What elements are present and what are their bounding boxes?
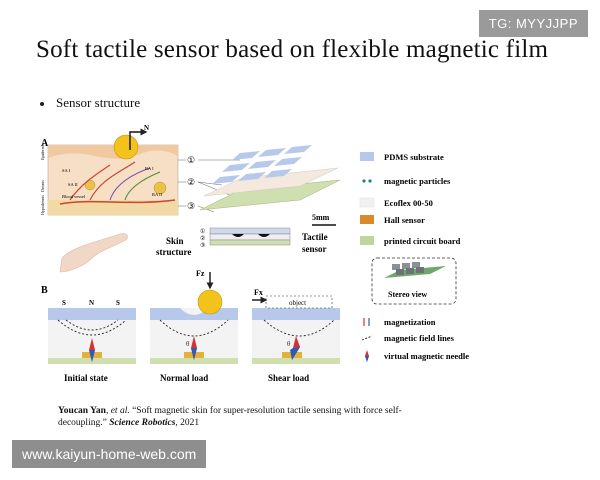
region-epidermis: Epidermis xyxy=(40,143,45,160)
receptor-sa1: SA I xyxy=(62,168,71,173)
reference-citation: Youcan Yan, et al. “Soft magnetic skin f… xyxy=(58,405,438,429)
legend-swatch-hall xyxy=(360,215,374,224)
finger-illustration xyxy=(59,233,128,273)
caption-sensor: sensor xyxy=(302,244,327,254)
state-shear-load: Fx object θ Shear load xyxy=(252,288,340,383)
sensor-cross-section: ① ② ③ xyxy=(200,227,291,249)
legend-swatch-pdms xyxy=(360,152,374,161)
watermark-tg-badge: TG: MYYJJPP xyxy=(478,10,588,37)
angle-theta-shear: θ xyxy=(287,340,291,348)
reference-etal: , et al. xyxy=(105,406,130,416)
legend-pdms: PDMS substrate xyxy=(384,152,444,162)
reference-text: “Soft magnetic skin for super-resolution… xyxy=(58,406,402,428)
region-dermis: Dermis xyxy=(40,180,45,192)
scale-bar-label: 5mm xyxy=(312,213,330,222)
legend-swatch-pcb xyxy=(360,236,374,245)
marker-2: ② xyxy=(187,177,195,187)
receptor-blood-vessel: Blood vessel xyxy=(62,194,86,199)
caption-tactile: Tactile xyxy=(302,232,328,242)
bullet-text: Sensor structure xyxy=(56,95,141,110)
skin-cross-section: Epidermis Dermis Hypodermis SA I RA I SA… xyxy=(40,143,179,216)
receptor-sa2: SA II xyxy=(68,182,78,187)
legend-hall-sensor: Hall sensor xyxy=(384,215,425,225)
reference-journal: Science Robotics xyxy=(109,418,176,428)
reference-year: , 2021 xyxy=(175,418,200,428)
bullet-sensor-structure: Sensor structure xyxy=(40,95,140,111)
cross-marker-1: ① xyxy=(200,228,205,235)
caption-shear-load: Shear load xyxy=(268,373,309,383)
pole-s-1: S xyxy=(62,299,66,307)
panel-b-label: B xyxy=(41,285,48,296)
caption-structure: structure xyxy=(156,247,191,257)
reference-author: Youcan Yan xyxy=(58,406,106,416)
cross-marker-2: ② xyxy=(200,235,205,242)
legend-field-lines: magnetic field lines xyxy=(384,333,455,343)
legend-magnetic-particles: magnetic particles xyxy=(384,176,451,186)
caption-normal-load: Normal load xyxy=(160,373,208,383)
caption-initial-state: Initial state xyxy=(64,373,108,383)
pole-s-1b: S xyxy=(116,299,120,307)
angle-theta-normal: θ xyxy=(186,340,190,348)
layer-markers: ① ② ③ xyxy=(178,155,240,213)
force-fz-label: Fz xyxy=(196,269,205,278)
region-hypodermis: Hypodermis xyxy=(40,195,45,215)
legend-pcb: printed circuit board xyxy=(384,236,461,246)
force-n-label: N xyxy=(144,124,149,132)
receptor-ra2: RA II xyxy=(152,192,163,197)
panel-a-label: A xyxy=(41,138,49,149)
state-normal-load: Fz θ Normal load xyxy=(150,269,238,383)
sensor-isometric-stack xyxy=(199,145,341,211)
legend-magnetic-needle: virtual magnetic needle xyxy=(384,351,469,361)
legend-magnetics: magnetization magnetic field lines virtu… xyxy=(361,317,469,362)
caption-skin: Skin xyxy=(166,236,184,246)
force-fx-label: Fx xyxy=(254,288,263,297)
receptor-ra1: RA I xyxy=(145,166,154,171)
cross-marker-3: ③ xyxy=(200,242,205,249)
stereo-caption: Stereo view xyxy=(388,290,427,299)
pressing-ball: N xyxy=(113,124,149,160)
stereo-view-inset: Stereo view xyxy=(371,257,457,305)
pole-n-1: N xyxy=(89,299,94,307)
marker-1: ① xyxy=(187,155,195,165)
slide-title: Soft tactile sensor based on flexible ma… xyxy=(36,36,549,63)
state-initial: S N S Initial state xyxy=(48,299,136,383)
legend-materials: PDMS substrate magnetic particles Ecofle… xyxy=(359,152,461,246)
legend-ecoflex: Ecoflex 00-50 xyxy=(384,198,433,208)
legend-swatch-ecoflex xyxy=(359,197,375,208)
marker-3: ③ xyxy=(187,201,195,211)
watermark-url-badge: www.kaiyun-home-web.com xyxy=(12,440,207,468)
bullet-dot xyxy=(40,102,44,107)
object-label: object xyxy=(289,299,306,307)
legend-magnetization: magnetization xyxy=(384,317,436,327)
